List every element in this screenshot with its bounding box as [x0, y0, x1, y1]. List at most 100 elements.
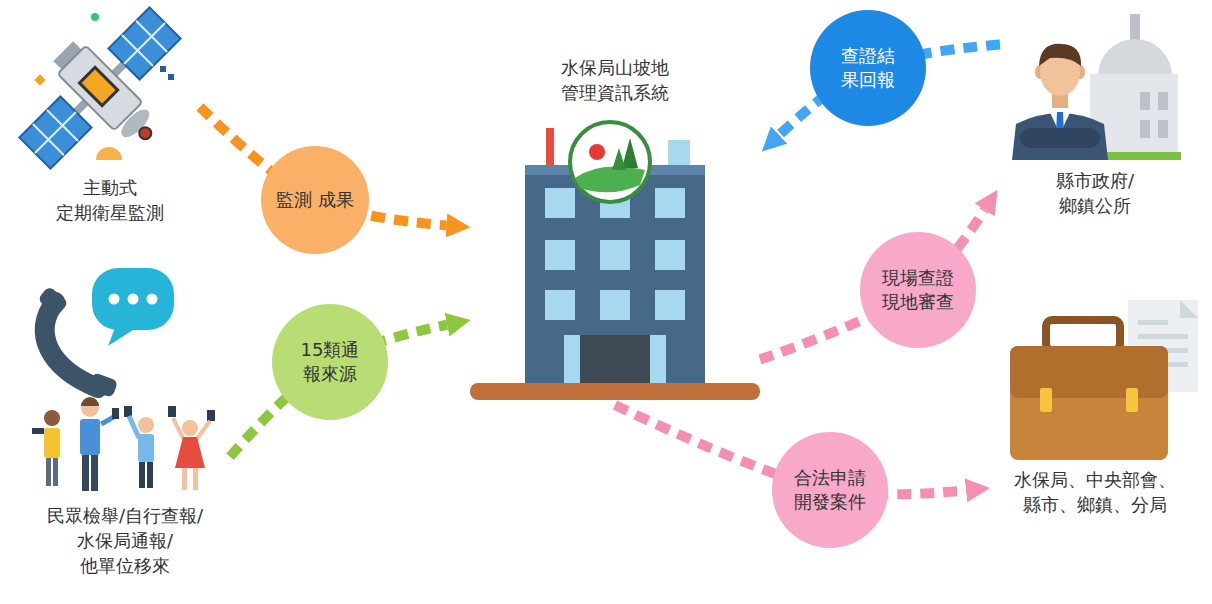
system-node: 水保局山坡地 管理資訊系統 [470, 55, 760, 405]
office-building-icon-part [622, 138, 638, 168]
people-icon-part [196, 421, 210, 440]
satellite-icon-part-part [122, 35, 153, 66]
satellite-icon-part [34, 74, 45, 85]
people-icon-part [182, 420, 198, 436]
satellite-icon-part-part [117, 105, 154, 142]
edge-label-circle: 現場查證 現地審查 [860, 232, 977, 349]
people-icon [32, 397, 215, 491]
people-icon-part [182, 468, 187, 490]
official-icon-part [1130, 14, 1140, 40]
caption-block: 縣市政府/ 鄉鎮公所 [1000, 168, 1190, 218]
satellite-icon-part-part [136, 21, 167, 52]
satellite-icon-part [160, 66, 166, 72]
node-caption: 水保局、中央部會、 縣市、鄉鎮、分局 [1009, 467, 1182, 517]
office-building-icon-part [545, 290, 575, 320]
people-icon-part [44, 410, 60, 426]
reporter-node: 民眾檢舉/自行查報/ 水保局通報/ 他單位移來 [20, 265, 230, 585]
satellite-icon-part [0, 0, 215, 203]
office-building-icon-part [600, 240, 630, 270]
briefcase-icon-part [1010, 346, 1168, 460]
briefcase-icon-part [1138, 334, 1188, 339]
official-icon-part [1020, 128, 1100, 148]
people-icon-part [138, 434, 154, 462]
satellite-icon [0, 0, 215, 203]
node-caption: 水保局山坡地 管理資訊系統 [556, 55, 675, 105]
phone-icon [37, 268, 174, 398]
node-caption: 民眾檢舉/自行查報/ 水保局通報/ 他單位移來 [39, 503, 212, 579]
phone-icon-part [45, 302, 98, 388]
edge-label-circle: 查證結 果回報 [810, 10, 927, 127]
satellite-node: 主動式 定期衛星監測 [20, 5, 200, 231]
phone-icon-part [128, 294, 139, 305]
dashed-connector [760, 210, 985, 360]
office-building-icon-part [546, 128, 554, 166]
phone-icon-part [108, 325, 136, 346]
people-icon-part [80, 419, 100, 455]
edge-label: 現場查證 現地審查 [878, 266, 957, 315]
phone-icon-part [37, 286, 68, 317]
edge-label-circle: 15類通 報來源 [272, 304, 389, 421]
node-caption: 縣市政府/ 鄉鎮公所 [1043, 168, 1147, 218]
briefcase-icon-part [1126, 388, 1138, 412]
official-icon-part [1039, 44, 1081, 66]
people-icon-part [82, 455, 89, 491]
satellite-icon-part-part [79, 67, 117, 105]
office-building-icon-part [564, 335, 666, 385]
office-building-icon-part [600, 290, 630, 320]
government-node: 縣市政府/ 鄉鎮公所 [1000, 5, 1190, 224]
people-icon-part [193, 468, 198, 490]
phone-icon-part [109, 294, 120, 305]
office-building-icon-part [589, 144, 605, 160]
satellite-icon-part-part [33, 124, 64, 155]
people-icon-part [53, 458, 58, 486]
office-building-icon-part [655, 188, 685, 218]
office-building-icon-part [575, 166, 645, 192]
satellite-icon-part-part [108, 7, 180, 79]
satellite-icon-part [168, 74, 174, 80]
office-building-icon-part [570, 122, 650, 202]
official-icon-part [1158, 92, 1168, 110]
node-caption: 主動式 定期衛星監測 [52, 175, 169, 225]
caption-block: 水保局、中央部會、 縣市、鄉鎮、分局 [990, 467, 1200, 517]
edge-label: 15類通 報來源 [290, 338, 369, 387]
briefcase-icon-part [1138, 320, 1168, 325]
caption-block: 民眾檢舉/自行查報/ 水保局通報/ 他單位移來 [20, 503, 230, 579]
people-icon-part [46, 458, 51, 486]
briefcase-icon-part [1040, 388, 1052, 412]
people-icon-part [129, 416, 139, 438]
office-building-icon-part [668, 140, 690, 168]
office-building-icon-part [545, 240, 575, 270]
office-building-icon-part [470, 383, 760, 400]
people-icon-part [112, 408, 119, 419]
satellite-icon-part [96, 147, 122, 160]
people-icon-part [147, 462, 153, 488]
people-icon-part [168, 406, 176, 417]
people-icon-part [207, 410, 215, 421]
edge-label-circle: 合法申請 開發案件 [772, 432, 889, 549]
edge-label: 監測 成果 [276, 188, 354, 212]
briefcase-icon-part [1046, 320, 1120, 350]
people-icon-part [91, 455, 98, 491]
people-icon-part [81, 397, 99, 406]
caption-block: 水保局山坡地 管理資訊系統 [470, 55, 760, 105]
edge-label-circle: 監測 成果 [261, 146, 369, 254]
briefcase-icon [1010, 300, 1198, 460]
office-building-icon-part [612, 148, 626, 170]
official-icon-part [1140, 92, 1150, 110]
people-icon-part [32, 428, 44, 434]
caption-block: 主動式 定期衛星監測 [20, 175, 200, 225]
briefcase-icon-part [1180, 300, 1198, 318]
phone-icon-part [92, 268, 174, 330]
phone-icon-part [88, 372, 119, 398]
official-icon-part [1098, 39, 1172, 76]
office-building-icon-part [545, 188, 575, 218]
office-building-icon-part [655, 240, 685, 270]
office-building-icon-part [655, 290, 685, 320]
agency-node: 水保局、中央部會、 縣市、鄉鎮、分局 [990, 295, 1200, 525]
office-building-icon-part [580, 335, 650, 385]
satellite-icon-part-part [47, 110, 78, 141]
edge-label: 查證結 果回報 [828, 44, 907, 93]
office-building-icon [470, 122, 760, 400]
edge-label: 合法申請 開發案件 [790, 466, 869, 515]
